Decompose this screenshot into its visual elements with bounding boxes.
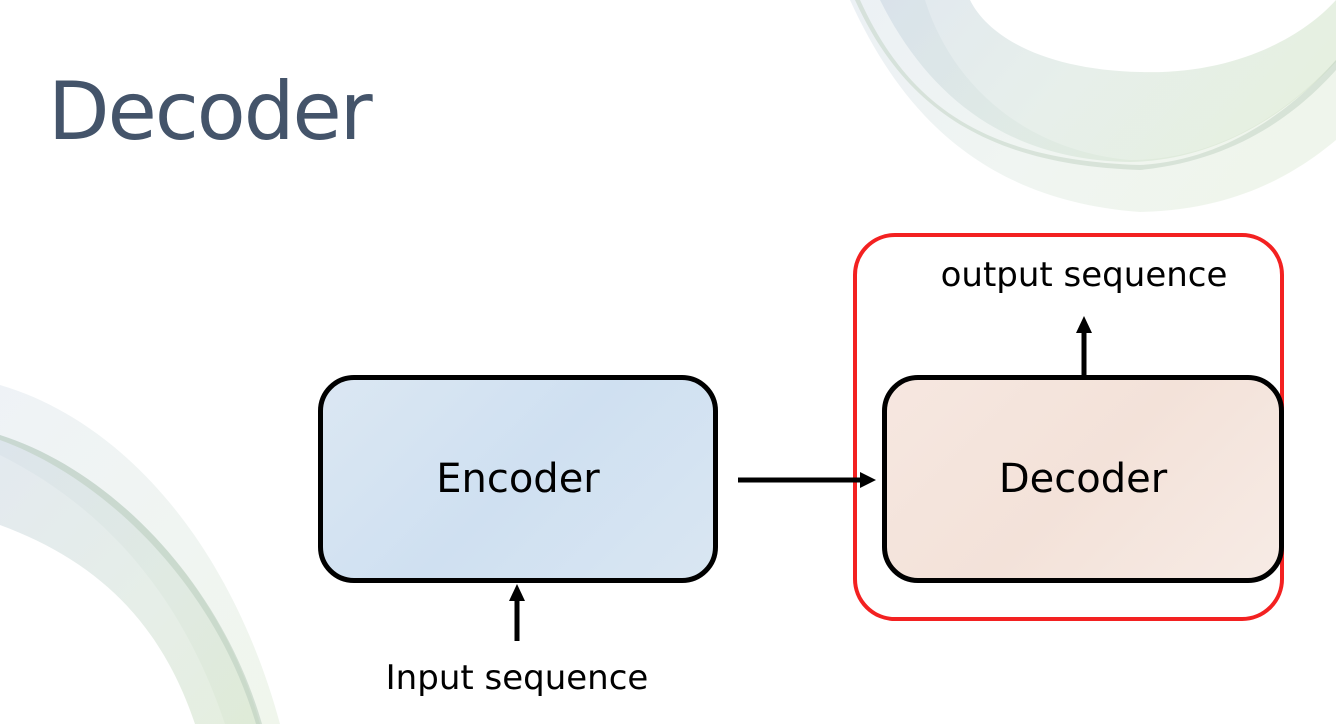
decoder-block: Decoder bbox=[882, 375, 1284, 583]
output-sequence-label: output sequence bbox=[940, 255, 1228, 295]
decoder-label: Decoder bbox=[998, 456, 1168, 502]
slide-title: Decoder bbox=[48, 65, 373, 158]
input-sequence-label: Input sequence bbox=[385, 658, 649, 698]
bottom-left-swoosh bbox=[0, 385, 280, 724]
encoder-label: Encoder bbox=[436, 456, 600, 502]
top-right-swoosh bbox=[850, 0, 1336, 212]
encoder-block: Encoder bbox=[318, 375, 718, 583]
